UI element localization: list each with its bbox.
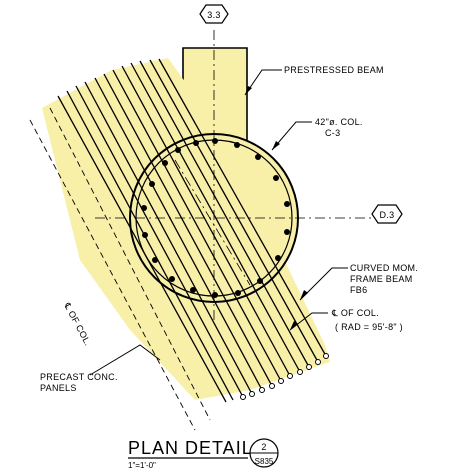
- column-centerlines: [95, 30, 380, 320]
- label-col-mark: C-3: [325, 128, 340, 138]
- label-prestressed-beam: PRESTRESSED BEAM: [284, 65, 384, 75]
- grid-tag-3-3-label: 3.3: [207, 10, 220, 20]
- detail-scale: 1"=1'-0": [128, 461, 156, 470]
- label-rad: ( RAD = 95'-8" ): [335, 322, 403, 332]
- label-curved-beam-2: FRAME BEAM: [350, 274, 413, 284]
- grid-tag-d-3-label: D.3: [380, 210, 395, 220]
- beam-strands: [57, 58, 327, 403]
- grid-tag-d-3: D.3: [371, 204, 403, 224]
- grid-tag-3-3: 3.3: [199, 4, 229, 24]
- label-col-centerline-rotated: ℄ OF COL.: [62, 300, 93, 347]
- strand-ends: [240, 353, 329, 400]
- detail-number: 2: [261, 442, 266, 452]
- label-precast-1: PRECAST CONC.: [40, 372, 118, 382]
- label-col-size: 42"ø. COL.: [315, 117, 363, 127]
- leader-arrows: [245, 86, 308, 330]
- label-precast-2: PANELS: [40, 383, 77, 393]
- label-of-col: ℄ OF COL.: [331, 308, 379, 318]
- rebar: [141, 138, 290, 298]
- precast-panel-edges: [29, 107, 211, 431]
- detail-sheet: S835: [255, 457, 274, 466]
- label-curved-beam-3: FB6: [350, 285, 367, 295]
- title-block: PLAN DETAIL 1"=1'-0" 2 S835: [128, 438, 279, 470]
- detail-title: PLAN DETAIL: [128, 438, 253, 458]
- label-curved-beam-1: CURVED MOM.: [350, 263, 418, 273]
